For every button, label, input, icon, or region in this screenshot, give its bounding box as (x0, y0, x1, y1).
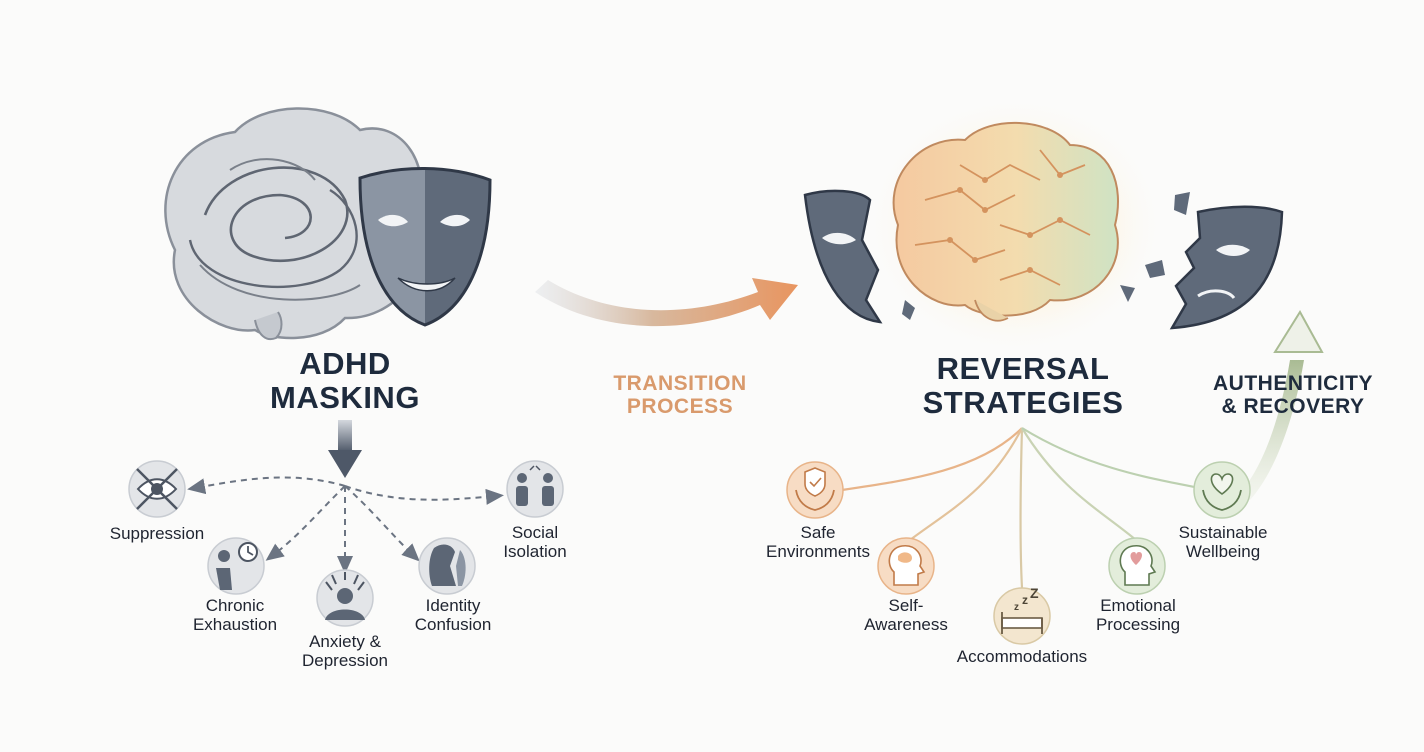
stressed-head-icon (316, 569, 374, 627)
broken-mask-right-icon (1120, 192, 1284, 330)
effect-label-social-isolation: Social Isolation (470, 523, 600, 561)
effect-label-line: Social (511, 523, 559, 542)
split-face-icon (418, 537, 476, 595)
down-arrow (328, 420, 362, 478)
heart-hands-icon (1193, 461, 1251, 519)
head-brain-icon (877, 537, 935, 595)
strategy-label-line: Processing (1095, 614, 1181, 634)
shield-hands-icon (786, 461, 844, 519)
strategy-label-sustainable-wellbeing: Sustainable Wellbeing (1158, 523, 1288, 561)
effect-label-chronic-exhaustion: Chronic Exhaustion (170, 596, 300, 634)
title-line: MASKING (270, 380, 420, 416)
strategy-label-line: Environments (766, 541, 870, 561)
effect-label-anxiety-depression: Anxiety & Depression (280, 632, 410, 670)
title-line: AUTHENTICITY (1213, 372, 1373, 395)
strategy-label-accommodations: Accommodations (942, 647, 1102, 667)
separated-people-icon (506, 460, 564, 518)
strategy-label-line: Accommodations (956, 647, 1088, 666)
authenticity-recovery-title: AUTHENTICITY & RECOVERY (1200, 372, 1386, 418)
effect-label-suppression: Suppression (82, 524, 232, 544)
strategy-label-safe-environments: Safe Environments (750, 523, 886, 561)
svg-text:z: z (1014, 602, 1019, 613)
strategy-label-line: Awareness (864, 614, 948, 634)
effect-label-identity-confusion: Identity Confusion (388, 596, 518, 634)
strategy-label-line: Wellbeing (1185, 541, 1261, 561)
strategy-label-line: Self- (888, 596, 924, 615)
head-heart-icon (1108, 537, 1166, 595)
strategy-label-line: Emotional (1100, 596, 1176, 615)
effect-label-line: Depression (302, 650, 388, 670)
title-line: PROCESS (626, 395, 734, 419)
broken-mask-left-icon (803, 189, 915, 324)
transition-process-title: TRANSITION PROCESS (590, 372, 770, 418)
strategy-label-self-awareness: Self- Awareness (846, 596, 966, 634)
bright-brain-icon (892, 122, 1119, 322)
title-line: REVERSAL (936, 351, 1110, 386)
svg-text:z: z (1022, 593, 1028, 607)
bed-sleep-icon: z z Z (993, 585, 1051, 645)
strategy-branches (841, 427, 1211, 589)
strategy-label-emotional-processing: Emotional Processing (1074, 596, 1202, 634)
effect-label-line: Exhaustion (192, 614, 278, 634)
adhd-masking-title: ADHD MASKING (245, 346, 445, 416)
effect-label-line: Identity (425, 596, 481, 615)
title-line: TRANSITION (613, 372, 747, 395)
svg-text:Z: Z (1030, 585, 1039, 601)
smiling-mask-icon (358, 167, 492, 327)
crossed-eye-icon (128, 460, 186, 518)
effect-label-line: Anxiety & (309, 632, 381, 651)
tired-person-clock-icon (207, 537, 265, 595)
effect-label-line: Isolation (503, 541, 567, 561)
title-line: & RECOVERY (1221, 395, 1365, 419)
effect-label-line: Suppression (109, 524, 205, 543)
recovery-arrow (1238, 310, 1324, 500)
title-line: STRATEGIES (922, 385, 1124, 421)
reversal-strategies-title: REVERSAL STRATEGIES (900, 351, 1146, 421)
transition-arrow (535, 278, 798, 327)
title-line: ADHD (299, 346, 391, 381)
strategy-label-line: Sustainable (1178, 523, 1268, 542)
strategy-label-line: Safe (800, 523, 836, 542)
effect-label-line: Chronic (205, 596, 265, 615)
effect-label-line: Confusion (414, 614, 492, 634)
effect-branches (187, 476, 504, 574)
